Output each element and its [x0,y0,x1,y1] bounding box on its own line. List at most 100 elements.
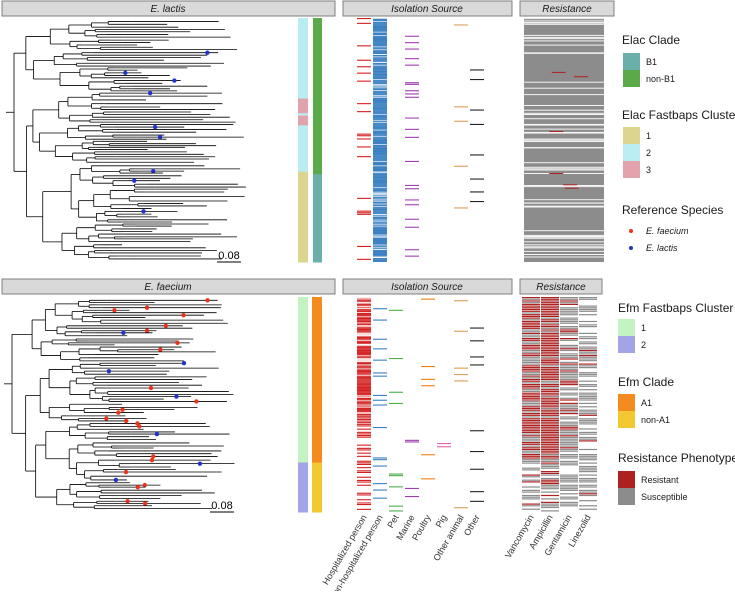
top-source-heatmap-cell-55 [454,106,468,108]
tree-tip-dot [104,416,109,421]
bot-source-heatmap-cell-85 [357,433,371,435]
bot-res-cell-94-1 [541,457,559,459]
bot-res-cell-43-0 [522,370,540,372]
bot-res-cell-23-1 [541,336,559,338]
bot-res-cell-1-3 [579,298,597,300]
bot-res-cell-43-1 [541,370,559,372]
bot-res-cell-47-1 [541,377,559,379]
top-source-heatmap-cell-39 [357,80,371,82]
bot-res-cell-3-2 [560,302,578,304]
bot-source-heatmap-cell-84 [357,431,371,433]
bot-res-cell-2-2 [560,300,578,302]
bot-source-heatmap-cell-86 [357,435,371,437]
bot-res-cell-94-2 [560,457,578,459]
top-source-gap-37 [373,21,387,22]
bot-source-heatmap-cell-67 [373,404,387,406]
legend-label-resistant: Resistant [641,475,679,485]
top-source-heatmap-cell-73 [357,135,371,137]
bot-res-cell-34-1 [541,355,559,357]
bot-res-cell-93-3 [579,455,597,457]
bot-res-cell-82-3 [579,436,597,439]
top-source-heatmap-cell-4 [454,24,468,26]
bot-source-heatmap-cell-93 [437,446,451,448]
bot-res-cell-48-2 [560,378,578,381]
bot-res-cell-89-1 [541,448,559,451]
bot-res-cell-13-2 [560,319,578,321]
top-source-gap-14 [373,64,387,66]
bot-source-gap-41 [357,305,371,307]
bot-source-heatmap-cell-99 [357,455,371,457]
bot-res-cell-26-3 [579,341,597,343]
bot-res-cell-89-3 [579,448,597,451]
top-resistance-res-2 [549,173,564,174]
bot-res-cell-21-1 [541,332,559,334]
bot-source-heatmap-cell-27 [470,340,484,342]
bot-res-cell-49-0 [522,380,540,382]
bot-res-cell-104-1 [541,474,559,476]
bot-res-cell-61-0 [522,401,540,403]
bot-source-heatmap-cell-21 [454,330,468,332]
top-phylogenetic-tree [6,21,246,260]
bot-res-cell-43-2 [560,370,578,372]
top-resistance-gap-48 [524,173,604,174]
bot-source-heatmap-cell-120 [373,489,387,491]
bot-res-cell-90-1 [541,450,559,452]
bot-res-cell-90-2 [560,450,578,452]
bot-clade-bar-band-0 [312,297,322,464]
bot-source-heatmap-cell-104 [357,463,371,465]
top-source-heatmap-cell-74 [405,136,419,138]
tree-tip-dot [197,461,203,466]
legend-reference-title: Reference Species [622,203,723,217]
top-source-heatmap-cell-148 [405,255,419,257]
bottom-scale-bar: 0.08 [210,500,234,513]
bot-res-cell-111-2 [560,486,578,488]
bot-source-heatmap-cell-111 [389,475,403,477]
bottom-resistance-strip-label: Resistance [536,282,586,293]
legend-label-non-a1: non-A1 [641,415,670,425]
bot-res-cell-95-0 [522,459,540,461]
bot-res-cell-7-1 [541,308,559,311]
bot-res-cell-82-1 [541,436,559,439]
bot-res-cell-52-3 [579,385,597,387]
tree-tip-dot [135,484,140,490]
top-resistance-gap-8 [524,124,604,126]
bottom-phylogenetic-tree [4,298,235,510]
top-source-gap-43 [373,234,387,236]
bottom-panel: E. faecium Isolation Source Resistance 0… [1,278,603,513]
top-source-gap-57 [373,214,387,215]
top-source-heatmap-cell-142 [357,245,371,247]
bot-res-cell-45-3 [579,373,597,375]
bot-source-gap-12 [357,301,371,303]
bot-res-cell-74-2 [560,423,578,425]
top-source-heatmap-cell-121 [357,212,371,214]
top-source-heatmap-cell-150 [357,258,371,260]
bot-source-gap-26 [357,400,371,402]
bot-res-cell-77-1 [541,428,559,430]
bot-source-heatmap-cell-117 [357,484,371,486]
bot-res-cell-41-1 [541,367,559,369]
top-resistance-gap-15 [524,94,604,96]
top-source-gap-45 [373,257,387,258]
bot-res-cell-74-0 [522,423,540,425]
bot-source-heatmap-cell-103 [357,462,371,464]
top-resistance-gap-42 [524,38,604,40]
bot-res-cell-48-0 [522,378,540,381]
bot-res-cell-97-3 [579,462,597,464]
top-source-heatmap-cell-58 [357,111,371,113]
tree-tip-dot [116,410,121,415]
top-source-gap-58 [373,85,387,87]
top-source-gap-11 [373,90,387,91]
top-resistance-gap-12 [524,186,604,188]
top-resistance-gap-38 [524,128,604,130]
top-cluster-bar [298,18,308,263]
top-source-gap-31 [373,79,387,80]
top-source-heatmap-cell-122 [357,213,371,215]
legend-label-elac-cluster-3: 3 [646,165,651,175]
bot-res-cell-100-3 [579,467,597,469]
bot-res-cell-75-2 [560,425,578,427]
top-tree-strip: E. lactis [1,0,336,17]
bot-res-cell-84-3 [579,440,597,442]
bot-res-cell-87-0 [522,445,540,447]
bot-source-heatmap-cell-116 [373,483,387,485]
